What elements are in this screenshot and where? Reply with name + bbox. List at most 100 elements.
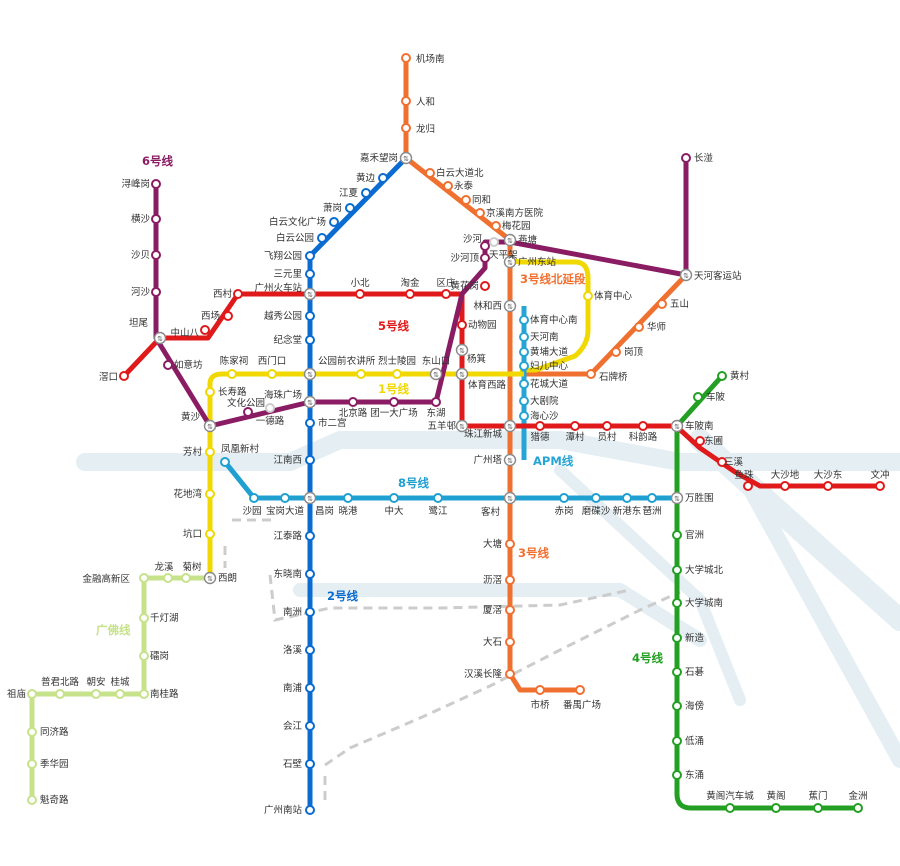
station-s142[interactable]: 祖庙 — [7, 688, 37, 700]
station-s130[interactable]: 黄阁 — [766, 790, 786, 813]
station-s5[interactable]: 白云大道北 — [425, 167, 484, 179]
station-s30[interactable]: 南浦 — [283, 682, 315, 694]
station-s101[interactable]: 沙河顶 — [450, 252, 490, 264]
station-s3[interactable]: 龙归 — [401, 123, 435, 135]
station-s87[interactable]: 黄埔大道 — [519, 346, 569, 358]
station-s44[interactable]: 大塘 — [483, 538, 515, 550]
station-s143[interactable]: 同济路 — [27, 726, 69, 738]
station-s65[interactable]: 鱼珠 — [734, 469, 754, 491]
station-s77[interactable]: 如意坊 — [163, 359, 203, 371]
station-s36[interactable]: 五山 — [657, 299, 689, 310]
station-s45[interactable]: 沥滘 — [483, 575, 515, 586]
station-s103[interactable]: 沙河 — [463, 233, 499, 247]
station-s14[interactable]: 白云文化广场 — [269, 216, 339, 228]
station-s141[interactable]: 普君北路 — [41, 676, 80, 699]
station-s24[interactable]: 江南西 — [273, 454, 315, 466]
station-s145[interactable]: 魁奇路 — [27, 794, 69, 806]
station-s64[interactable]: 三溪 — [717, 456, 744, 468]
station-s70[interactable]: 淘金 — [400, 277, 420, 299]
station-s60[interactable]: 员村 — [597, 421, 617, 443]
station-s48[interactable]: 汉溪长隆 — [464, 668, 515, 680]
station-s123[interactable]: 大学城南 — [672, 597, 723, 609]
station-s115[interactable]: 磨碟沙 — [582, 493, 611, 517]
station-s93[interactable]: 横沙 — [131, 213, 161, 225]
station-s50[interactable]: 番禺广场 — [563, 685, 601, 711]
station-s25[interactable]: ⇅昌岗 — [303, 491, 335, 518]
station-s46[interactable]: 厦滘 — [483, 605, 515, 616]
station-s13[interactable]: 萧岗 — [323, 202, 355, 214]
station-s83[interactable]: 烈士陵园 — [378, 355, 416, 379]
station-s58[interactable]: 猎德 — [530, 421, 550, 443]
station-s53[interactable]: 体育中心 — [583, 290, 633, 302]
station-s27[interactable]: 东晓南 — [273, 568, 315, 580]
station-s100[interactable]: 东湖 — [426, 397, 446, 419]
station-s116[interactable]: 新港东 — [613, 493, 642, 517]
station-s132[interactable]: 金洲 — [848, 790, 868, 813]
station-s40[interactable]: ⇅体育西路 — [455, 367, 507, 392]
station-s42[interactable]: ⇅广州塔 — [473, 453, 517, 467]
station-s137[interactable]: 礌岗 — [139, 651, 169, 662]
station-s67[interactable]: 大沙东 — [814, 469, 843, 491]
station-s117[interactable]: 琶洲 — [642, 493, 662, 517]
station-s81[interactable]: 西门口 — [258, 355, 287, 379]
station-s57[interactable]: ⇅五羊邨 — [427, 419, 469, 433]
station-s71[interactable]: 区庄 — [436, 277, 456, 299]
station-s98[interactable]: 北京路 — [339, 397, 368, 419]
station-s113[interactable]: 鹭江 — [428, 493, 448, 517]
station-s127[interactable]: 低涌 — [672, 735, 704, 747]
station-s15[interactable]: 白云公园 — [276, 232, 327, 244]
station-s89[interactable]: 花城大道 — [519, 378, 569, 390]
station-s29[interactable]: 洛溪 — [283, 644, 315, 656]
station-s9[interactable]: 梅花园 — [491, 220, 531, 232]
station-s66[interactable]: 大沙地 — [771, 469, 800, 491]
station-s37[interactable]: 华师 — [634, 321, 666, 333]
station-s55[interactable]: 动物园 — [457, 319, 497, 331]
station-s38[interactable]: 岗顶 — [611, 347, 644, 358]
station-s84[interactable]: ⇅东山口 — [422, 355, 451, 381]
station-s21[interactable]: ⇅公园前 — [303, 355, 347, 381]
station-s75[interactable]: 滘口 — [99, 371, 129, 383]
station-s12[interactable]: 江夏 — [339, 188, 371, 199]
station-s2[interactable]: 人和 — [401, 96, 435, 108]
station-s72[interactable]: 西村 — [213, 288, 243, 300]
station-s114[interactable]: 赤岗 — [554, 493, 574, 517]
station-s6[interactable]: 永泰 — [443, 180, 474, 192]
station-s122[interactable]: 大学城北 — [672, 564, 724, 576]
station-s79[interactable]: 长寿路 — [205, 386, 247, 398]
station-s18[interactable]: ⇅广州火车站 — [254, 282, 317, 301]
station-s68[interactable]: 文冲 — [870, 469, 890, 491]
station-s138[interactable]: 南桂路 — [139, 688, 179, 700]
station-s139[interactable]: 桂城 — [110, 676, 130, 699]
station-s61[interactable]: 科韵路 — [629, 421, 658, 443]
station-s118[interactable]: ⇅万胜围 — [670, 491, 714, 505]
station-s35[interactable]: ⇅天河客运站 — [679, 268, 743, 283]
station-s90[interactable]: 大剧院 — [519, 395, 559, 407]
station-s73[interactable]: 西场 — [201, 311, 233, 322]
station-s26[interactable]: 江泰路 — [273, 530, 315, 542]
station-s63[interactable]: 东圃 — [695, 435, 723, 447]
station-s97[interactable]: 一德路 — [256, 403, 285, 427]
station-s31[interactable]: 会江 — [283, 720, 315, 732]
station-s17[interactable]: 三元里 — [273, 269, 315, 280]
station-s16[interactable]: 飞翔公园 — [264, 250, 315, 262]
station-s4[interactable]: ⇅嘉禾望岗 — [360, 151, 413, 165]
station-s124[interactable]: 新造 — [672, 632, 705, 644]
station-s121[interactable]: 官洲 — [672, 529, 704, 541]
station-s111[interactable]: 晓港 — [338, 493, 358, 517]
station-s34[interactable]: 长湴 — [681, 152, 714, 164]
station-s20[interactable]: 纪念堂 — [273, 334, 315, 346]
station-s94[interactable]: 沙贝 — [131, 250, 161, 261]
station-s105[interactable]: 花地湾 — [173, 488, 215, 500]
station-s82[interactable]: 农讲所 — [347, 355, 376, 379]
station-s78[interactable]: ⇅黄沙 — [181, 411, 217, 433]
station-s59[interactable]: 潭村 — [565, 421, 585, 443]
station-s126[interactable]: 海傍 — [672, 700, 704, 712]
station-s8[interactable]: 京溪南方医院 — [475, 207, 544, 219]
station-s23[interactable]: 市二宫 — [305, 417, 347, 429]
station-s140[interactable]: 朝安 — [86, 676, 106, 699]
station-s131[interactable]: 蕉门 — [808, 790, 828, 813]
station-s41[interactable]: ⇅珠江新城 — [464, 419, 517, 441]
station-s22[interactable]: ⇅海珠广场 — [264, 389, 317, 409]
station-s56[interactable]: ⇅杨箕 — [455, 343, 487, 366]
station-s80[interactable]: 陈家祠 — [220, 355, 249, 379]
